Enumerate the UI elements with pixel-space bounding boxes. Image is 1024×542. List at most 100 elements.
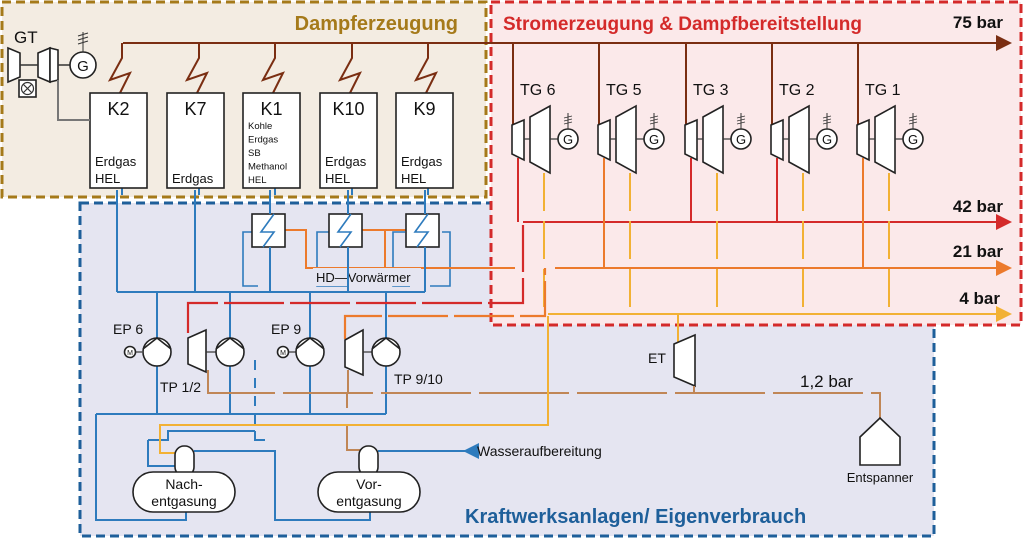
hp-turbine-icon xyxy=(597,118,611,162)
turbine-generator-label: TG 6 xyxy=(520,82,556,99)
boiler-fuel: Erdgas xyxy=(95,154,137,169)
boiler-fuel: HEL xyxy=(248,175,266,186)
boiler-label: K1 xyxy=(260,99,282,119)
pressure-label-4: 4 bar xyxy=(959,289,1000,308)
turbine-generator-tg1: TG 1G xyxy=(856,43,924,314)
flash-tank: Entspanner xyxy=(847,416,914,485)
pump-icon xyxy=(295,337,325,367)
region-title-dampferzeugung: Dampferzeugung xyxy=(295,13,458,35)
turbine-icon xyxy=(49,46,59,84)
generator-label: G xyxy=(908,132,918,147)
boiler-fuel: HEL xyxy=(401,171,426,186)
expansion-turbine-label: ET xyxy=(648,350,666,366)
degasser-tank-icon xyxy=(132,471,236,513)
expansion-turbine-icon xyxy=(673,333,696,388)
hp-turbine-icon xyxy=(770,118,784,162)
pump-icon xyxy=(215,337,245,367)
turbine-generator-tg2: TG 2G xyxy=(770,43,838,314)
pressure-label-42: 42 bar xyxy=(953,197,1003,216)
flash-tank-icon xyxy=(859,416,901,466)
heat-exchanger-icon xyxy=(413,43,438,94)
generator-label: G xyxy=(77,58,89,75)
pump-label-tp12: TP 1/2 xyxy=(160,379,201,395)
tp-21-bar-line xyxy=(343,268,547,339)
preheater-icon xyxy=(405,213,440,248)
degasser-tank-icon xyxy=(317,471,421,513)
pumps: EP 6 M TP 1/2 EP 9 M TP 9/10 xyxy=(113,321,443,395)
tp-42-bar-line xyxy=(186,225,525,333)
turbine-generator-label: TG 5 xyxy=(606,82,642,99)
boiler-fuel: Erdgas xyxy=(172,171,214,186)
turbine-icon xyxy=(37,46,51,84)
turbine-generator-label: TG 2 xyxy=(779,82,815,99)
boiler-fuel: Methanol xyxy=(248,162,287,173)
flash-tank-label: Entspanner xyxy=(847,470,914,485)
generator-label: G xyxy=(736,132,746,147)
heat-exchanger-icon xyxy=(337,43,362,94)
pressure-label-1-2: 1,2 bar xyxy=(800,372,853,391)
exhaust-line xyxy=(57,80,90,121)
turbine-generator-tg3: TG 3 G xyxy=(684,43,752,314)
boilers-group: K2ErdgasHELK7ErdgasK1KohleErdgasSBMethan… xyxy=(89,43,454,195)
hp-turbine-icon xyxy=(856,118,870,162)
generator-label: G xyxy=(649,132,659,147)
compressor-icon xyxy=(7,46,21,84)
pump-icon xyxy=(371,337,401,367)
lp-turbine-icon xyxy=(702,104,724,175)
boiler-box xyxy=(242,92,301,189)
boiler-fuel: Kohle xyxy=(248,121,272,132)
gas-turbine: GT G xyxy=(7,28,97,121)
boiler-fuel: Erdgas xyxy=(401,154,443,169)
degasser-nach-line1: Nach- xyxy=(165,476,203,492)
hp-turbine-icon xyxy=(684,118,698,162)
preheater-icon xyxy=(251,213,286,248)
heat-exchanger-icon xyxy=(184,43,209,94)
degasser-vor-line2: entgasung xyxy=(336,493,401,509)
expansion-turbine: ET xyxy=(648,333,696,393)
hd-preheaters: HD—Vorwärmer xyxy=(242,213,515,287)
boiler-box xyxy=(89,92,148,189)
boiler-box xyxy=(395,92,454,189)
boiler-fuel: Erdgas xyxy=(248,135,278,146)
region-title-kraftwerk: Kraftwerksanlagen/ Eigenverbrauch xyxy=(465,506,806,528)
pressure-label-75: 75 bar xyxy=(953,13,1003,32)
boiler-label: K7 xyxy=(184,99,206,119)
degasser-4-bar-line xyxy=(159,316,549,454)
pump-label-ep9: EP 9 xyxy=(271,321,301,337)
header-1-2-bar xyxy=(207,370,881,420)
region-title-stromerzeugung: Stromerzeugung & Dampfbereitstellung xyxy=(503,14,862,35)
region-stromerzeugung xyxy=(489,0,1023,327)
generator-label: G xyxy=(563,132,573,147)
lp-turbine-icon xyxy=(529,104,551,175)
turbine-generator-label: TG 3 xyxy=(693,82,729,99)
boiler-fuel: SB xyxy=(248,148,261,159)
boiler-box xyxy=(319,92,378,189)
lp-turbine-icon xyxy=(615,104,637,175)
water-treatment-label: Wasseraufbereitung xyxy=(477,443,602,459)
pump-label-tp910: TP 9/10 xyxy=(394,371,443,387)
boiler-label: K9 xyxy=(413,99,435,119)
svg-text:M: M xyxy=(127,350,133,357)
boiler-label: K10 xyxy=(332,99,364,119)
turbine-generator-tg5: TG 5 G xyxy=(597,43,665,314)
boiler-fuel: HEL xyxy=(325,171,350,186)
pump-label-ep6: EP 6 xyxy=(113,321,143,337)
heat-exchanger-icon xyxy=(260,43,285,94)
degasser-nach-line2: entgasung xyxy=(151,493,216,509)
gas-turbine-label: GT xyxy=(14,28,38,47)
degasser-vor: Vor- entgasung xyxy=(317,445,421,513)
heat-exchanger-icon xyxy=(107,43,132,94)
preheater-icon xyxy=(328,213,363,248)
pump-icon xyxy=(142,337,172,367)
boiler-fuel: Erdgas xyxy=(325,154,367,169)
boiler-box xyxy=(166,92,225,189)
boiler-label: K2 xyxy=(107,99,129,119)
pump-turbine-icon xyxy=(187,328,207,374)
